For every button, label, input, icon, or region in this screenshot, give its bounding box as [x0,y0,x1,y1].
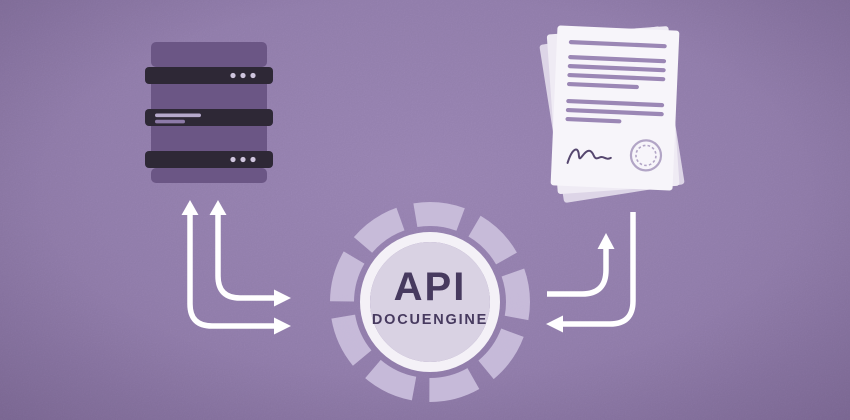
signature-scribble [566,148,612,164]
server-slab [151,168,267,183]
arrow-documents-to-api [546,212,636,333]
up-arrowhead-icon [209,200,227,215]
arrow-api-to-documents [547,233,615,297]
right-arrowhead-icon [274,317,291,335]
api-label: API [393,264,467,309]
gear-white-ring [360,232,500,372]
document-top-sheet [550,25,680,191]
left-arrowhead-icon [546,315,563,333]
api-gear-label-group: API DOCUENGINE [372,267,488,328]
up-arrowhead-icon [597,233,615,249]
server-slab [151,126,267,151]
signed-documents-icon [539,25,685,203]
server-slab [151,84,267,109]
server-panel [145,67,273,84]
arrow-server-api-group [181,200,291,335]
double-arrow-outer [181,200,291,335]
gear-center-disc [370,242,490,362]
server-panel [145,151,273,168]
double-arrow-inner [209,200,291,307]
api-gear-icon [330,202,530,402]
document-text-lines [565,40,667,124]
server-led-lights [230,156,256,163]
server-panel-labels [155,113,201,124]
up-arrowhead-icon [181,200,199,215]
gear-teeth-ring [330,202,530,402]
approval-seal-icon [629,139,663,172]
server-slab [151,42,267,67]
arrow-api-documents-group [546,212,636,333]
server-panel [145,109,273,126]
right-arrowhead-icon [274,289,291,307]
server-stack-icon [145,42,273,183]
docuengine-label: DOCUENGINE [371,311,489,328]
server-led-lights [230,72,256,79]
